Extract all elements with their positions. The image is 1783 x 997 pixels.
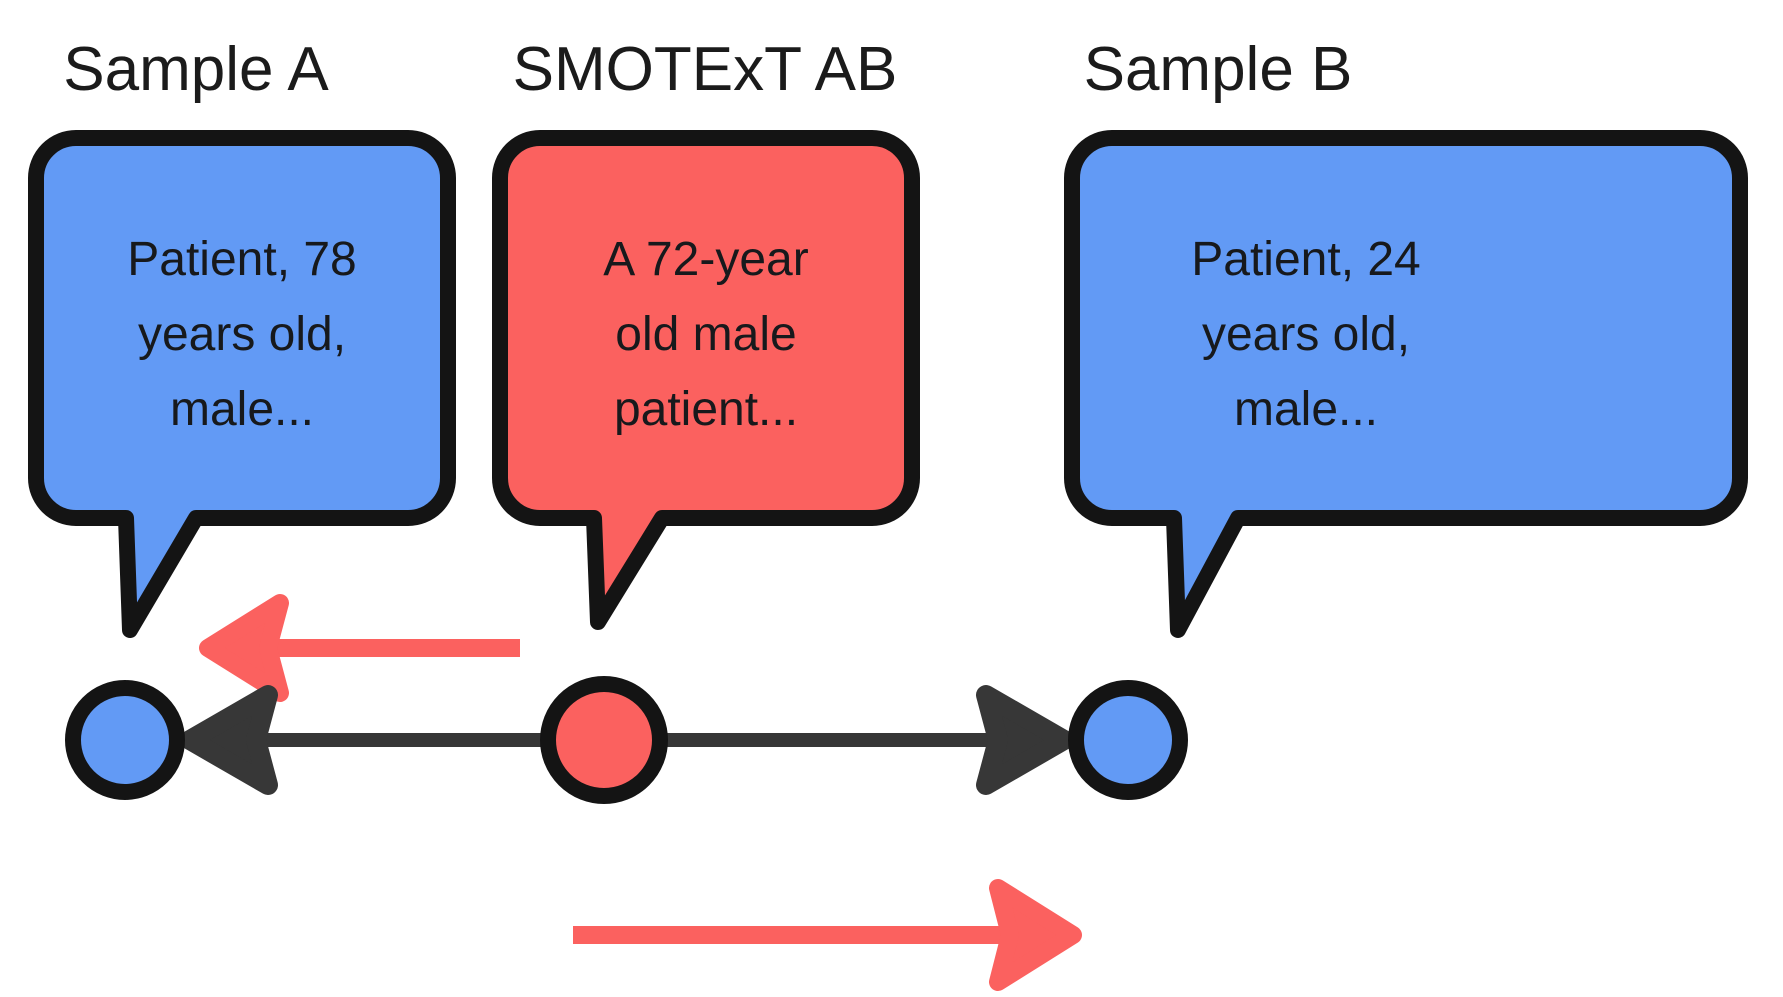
bubble-a-line-2: years old, xyxy=(138,308,346,361)
bubble-synth-line-1: A 72-year xyxy=(603,233,808,286)
bubble-b-line-2: years old, xyxy=(1202,308,1410,361)
bubble-b-line-3: male... xyxy=(1234,383,1378,436)
arrow-synth-to-a-head xyxy=(180,685,278,795)
bubble-synth-line-3: patient... xyxy=(614,383,798,436)
column-title-smotext-ab: SMOTExT AB xyxy=(513,35,898,104)
speech-bubble-shape-a xyxy=(28,130,456,638)
node-sample-a[interactable] xyxy=(65,680,185,800)
speech-bubble-sample-a[interactable]: Patient, 78 years old, male... xyxy=(28,130,456,638)
speech-bubble-shape-b xyxy=(1064,130,1748,638)
column-title-sample-a: Sample A xyxy=(63,35,329,104)
node-sample-b[interactable] xyxy=(1068,680,1188,800)
speech-bubble-sample-b[interactable]: Patient, 24 years old, male... xyxy=(1064,130,1748,638)
arrow-interp-right xyxy=(573,879,1082,991)
bubble-a-line-3: male... xyxy=(170,383,314,436)
arrow-synth-to-b-head xyxy=(976,685,1074,795)
bubble-b-line-1: Patient, 24 xyxy=(1191,233,1421,286)
arrow-synth-to-a xyxy=(180,685,560,795)
arrow-interp-left xyxy=(199,594,520,702)
speech-bubble-smotext-ab[interactable]: A 72-year old male patient... xyxy=(492,130,920,630)
bubble-synth-line-2: old male xyxy=(615,308,796,361)
speech-bubble-shape-synth xyxy=(492,130,920,630)
bubble-a-line-1: Patient, 78 xyxy=(127,233,357,286)
arrow-interp-right-head xyxy=(989,879,1082,991)
node-smotext-ab[interactable] xyxy=(540,676,668,804)
arrow-interp-left-head xyxy=(199,594,289,702)
column-title-sample-b: Sample B xyxy=(1084,35,1353,104)
